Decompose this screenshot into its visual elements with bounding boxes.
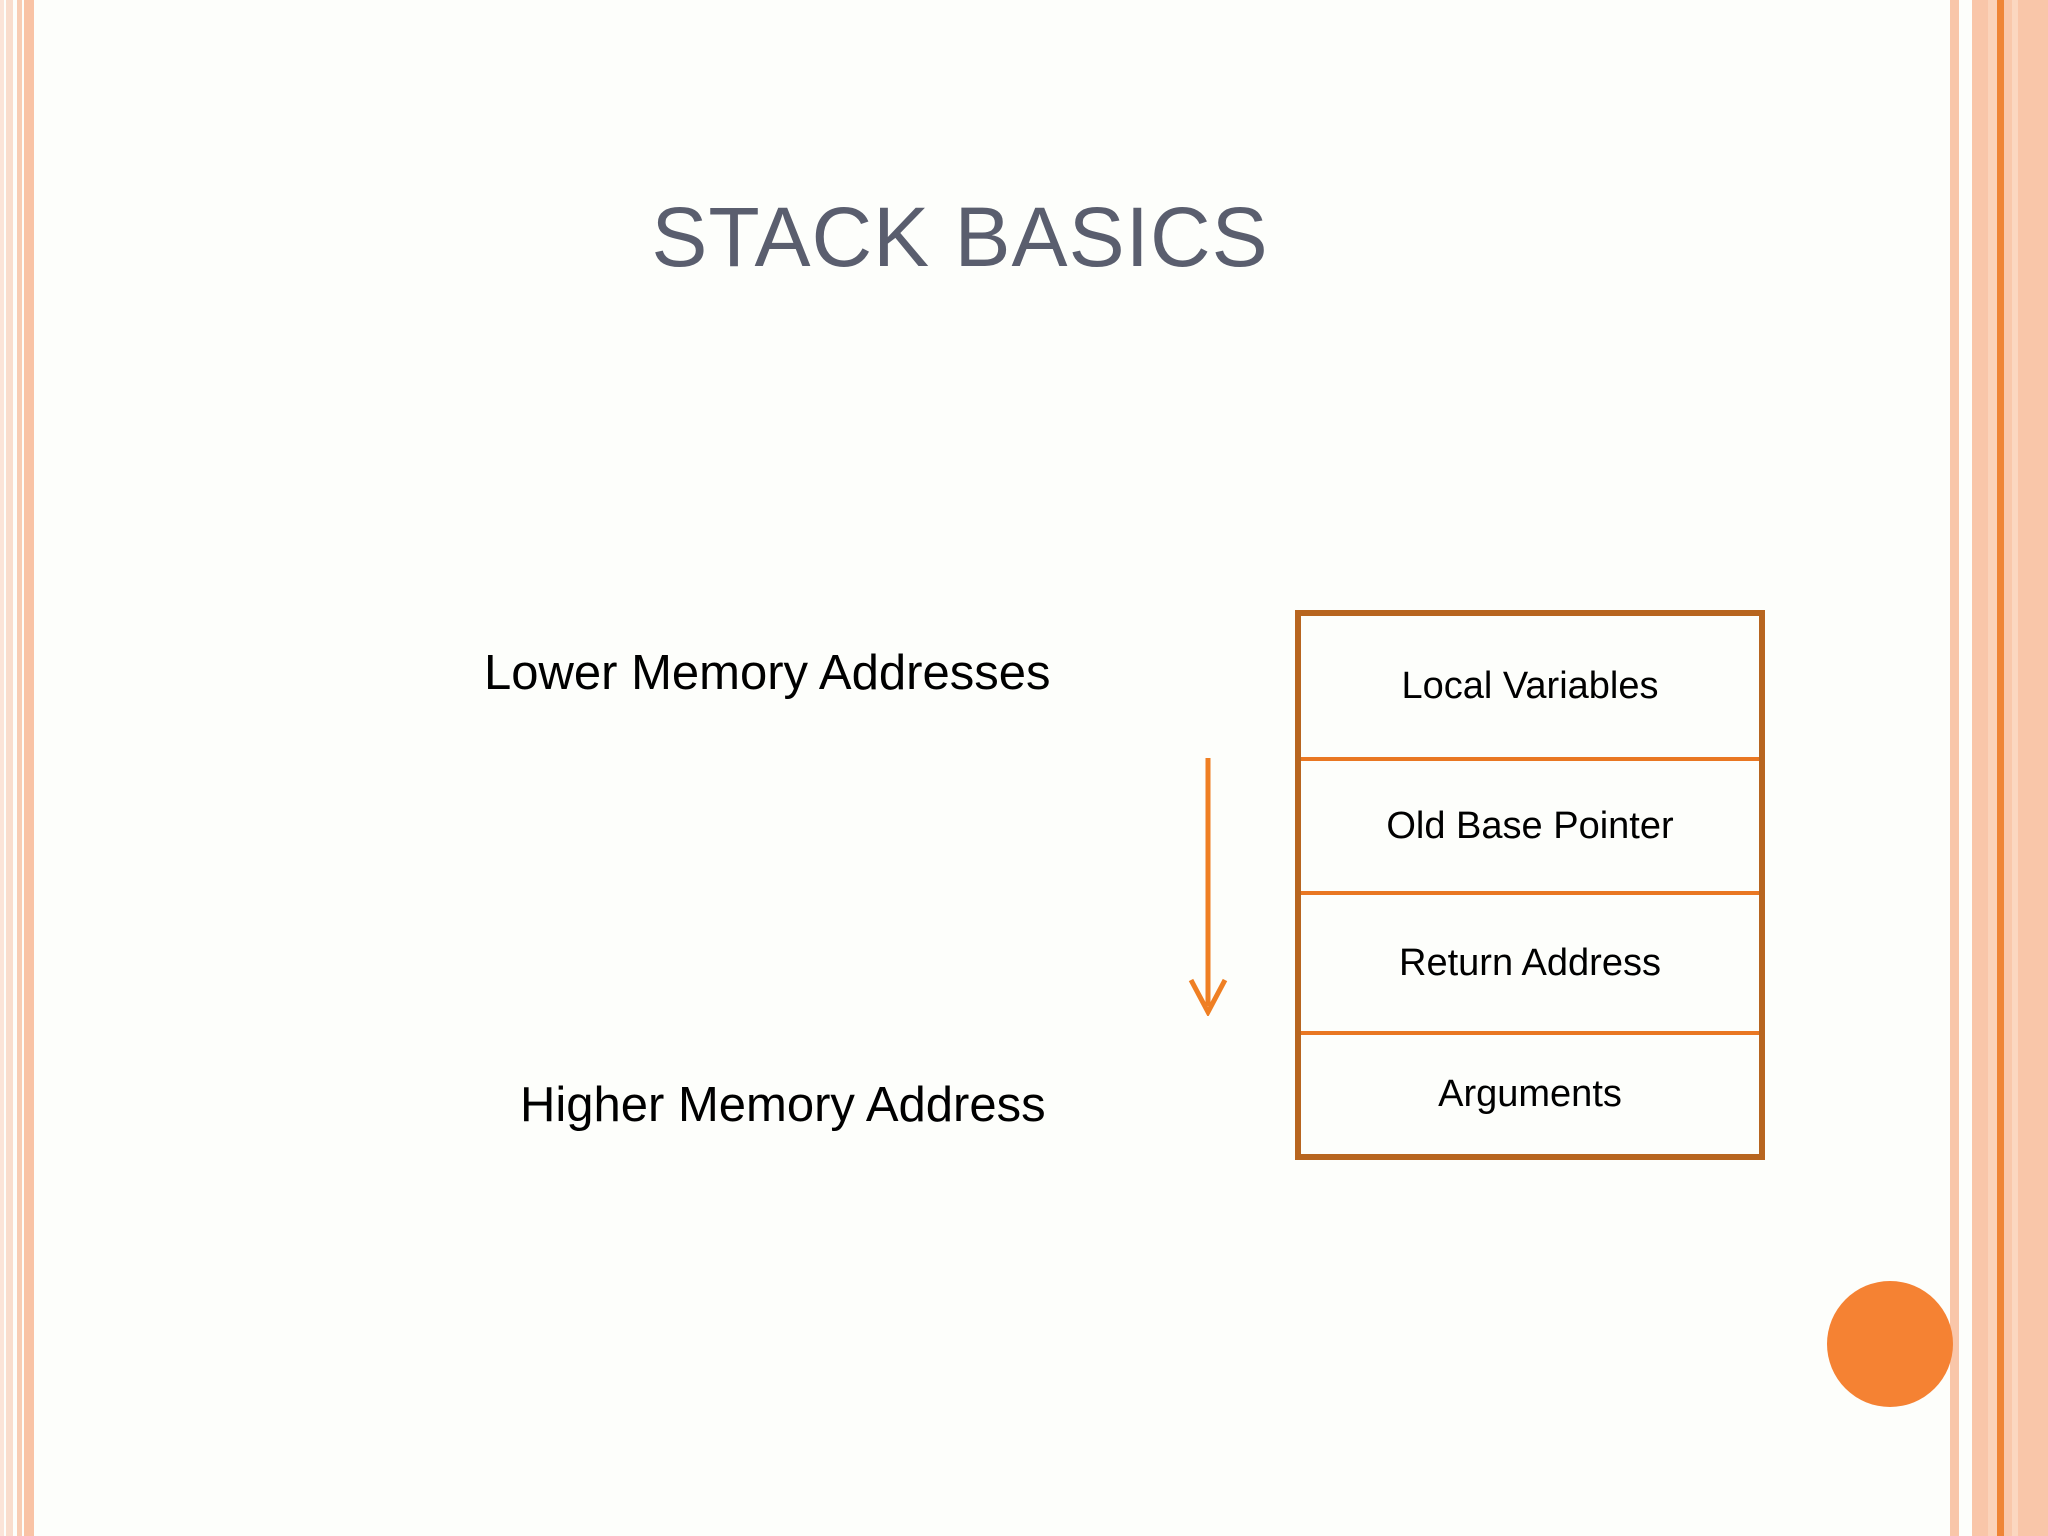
stack-cell-return-address: Return Address bbox=[1301, 891, 1759, 1031]
right-border-stripe-2 bbox=[1972, 0, 1988, 1536]
downward-arrow-icon bbox=[1188, 758, 1228, 1016]
left-border-stripe-3 bbox=[17, 0, 22, 1536]
lower-memory-label: Lower Memory Addresses bbox=[484, 646, 1051, 700]
left-border-stripe-1 bbox=[0, 0, 4, 1536]
stack-cell-label: Return Address bbox=[1399, 941, 1661, 984]
stack-cell-label: Arguments bbox=[1438, 1073, 1622, 1115]
stack-cell-arguments: Arguments bbox=[1301, 1031, 1759, 1154]
stack-cell-label: Old Base Pointer bbox=[1386, 804, 1674, 847]
right-border-stripe-6 bbox=[2012, 0, 2018, 1536]
higher-memory-label: Higher Memory Address bbox=[520, 1078, 1046, 1132]
right-border-stripe-3 bbox=[1988, 0, 1997, 1536]
right-border-stripe-7 bbox=[2018, 0, 2048, 1536]
stack-cell-local-variables: Local Variables bbox=[1301, 616, 1759, 757]
right-border-stripe-1 bbox=[1950, 0, 1959, 1536]
left-border-stripe-4 bbox=[24, 0, 34, 1536]
right-border-stripe-accent-line bbox=[1997, 0, 2004, 1536]
stack-frame-diagram: Local Variables Old Base Pointer Return … bbox=[1295, 610, 1765, 1160]
slide-title: STACK BASICS bbox=[651, 190, 1269, 284]
stack-cell-old-base-pointer: Old Base Pointer bbox=[1301, 757, 1759, 891]
right-border-stripe-5 bbox=[2004, 0, 2012, 1536]
stack-cell-label: Local Variables bbox=[1401, 665, 1659, 707]
left-border-stripe-2 bbox=[6, 0, 13, 1536]
orange-circle-accent-icon bbox=[1827, 1281, 1953, 1407]
